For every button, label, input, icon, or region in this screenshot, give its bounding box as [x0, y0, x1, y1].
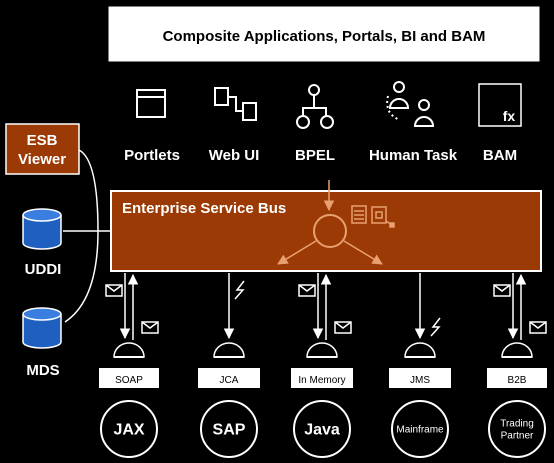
esb-viewer-line-1: ESB: [27, 132, 58, 149]
adapter-binding-jca: [213, 342, 245, 358]
envelope-icon: [141, 321, 159, 334]
adapter-label-soap: SOAP: [115, 375, 143, 386]
envelope-icon: [529, 321, 547, 334]
tool-label-portlets: Portlets: [124, 147, 180, 164]
endpoint-java: [293, 400, 351, 458]
uddi-label: UDDI: [25, 261, 62, 278]
endpoint-jax: [100, 400, 158, 458]
envelope-icon: [105, 284, 123, 297]
mds-label: MDS: [26, 362, 59, 379]
adapter-box-b2b: [487, 368, 547, 388]
mds-database-icon: [22, 307, 62, 349]
tool-label-bpel: BPEL: [295, 147, 335, 164]
endpoint-label-trading-partner: Trading: [500, 419, 534, 430]
endpoint-label-jax: JAX: [113, 422, 144, 439]
adapter-layer: SOAP JCA In Memory JMS B2B: [99, 273, 547, 388]
signal-bolt-icon: [234, 280, 245, 300]
signal-bolt-icon: [430, 317, 441, 337]
tool-label-web-ui: Web UI: [209, 147, 260, 164]
endpoint-label-sap: SAP: [213, 422, 246, 439]
endpoint-label-trading-partner: Partner: [501, 431, 534, 442]
adapter-binding-b2b: [501, 342, 533, 358]
endpoint-mainframe: [391, 400, 449, 458]
side-connectors: [63, 149, 111, 323]
esb-viewer-box: [5, 123, 80, 175]
adapter-label-jca: JCA: [220, 375, 239, 386]
router-out-right: [343, 240, 383, 265]
endpoint-label-java: Java: [304, 422, 340, 439]
endpoint-label-mainframe: Mainframe: [396, 425, 444, 436]
endpoint-trading-partner: [488, 400, 546, 458]
uddi-database-icon: [22, 208, 62, 250]
tool-label-bam: BAM: [483, 147, 517, 164]
envelope-icon: [298, 284, 316, 297]
header-box: [107, 5, 541, 63]
esb-viewer-line-2: Viewer: [18, 151, 66, 168]
adapter-box-soap: [99, 368, 159, 388]
web-ui-flow-icon: [214, 87, 257, 121]
adapter-label-in-memory: In Memory: [298, 375, 345, 386]
bus-router-icon: [313, 214, 347, 248]
human-task-users-icon: [386, 81, 435, 127]
bam-function-icon: fx: [478, 83, 522, 127]
bus-document-icon: [351, 205, 367, 224]
adapter-box-jca: [198, 368, 260, 388]
adapter-binding-in-memory: [306, 342, 338, 358]
bam-fx-text: fx: [503, 108, 516, 124]
adapter-binding-soap: [113, 342, 145, 358]
endpoint-sap: [200, 400, 258, 458]
envelope-icon: [493, 284, 511, 297]
adapter-binding-jms: [404, 342, 436, 358]
adapter-label-jms: JMS: [410, 375, 430, 386]
adapter-box-jms: [389, 368, 451, 388]
tool-label-human-task: Human Task: [369, 147, 458, 164]
adapter-box-in-memory: [291, 368, 353, 388]
adapter-label-b2b: B2B: [508, 375, 527, 386]
bus-transform-icon: [371, 206, 395, 228]
router-out-left: [277, 240, 317, 265]
envelope-icon: [334, 321, 352, 334]
header-title: Composite Applications, Portals, BI and …: [163, 28, 486, 45]
bus-title: Enterprise Service Bus: [122, 200, 286, 217]
portlet-window-icon: [136, 89, 166, 118]
bpel-tree-icon: [296, 84, 334, 129]
